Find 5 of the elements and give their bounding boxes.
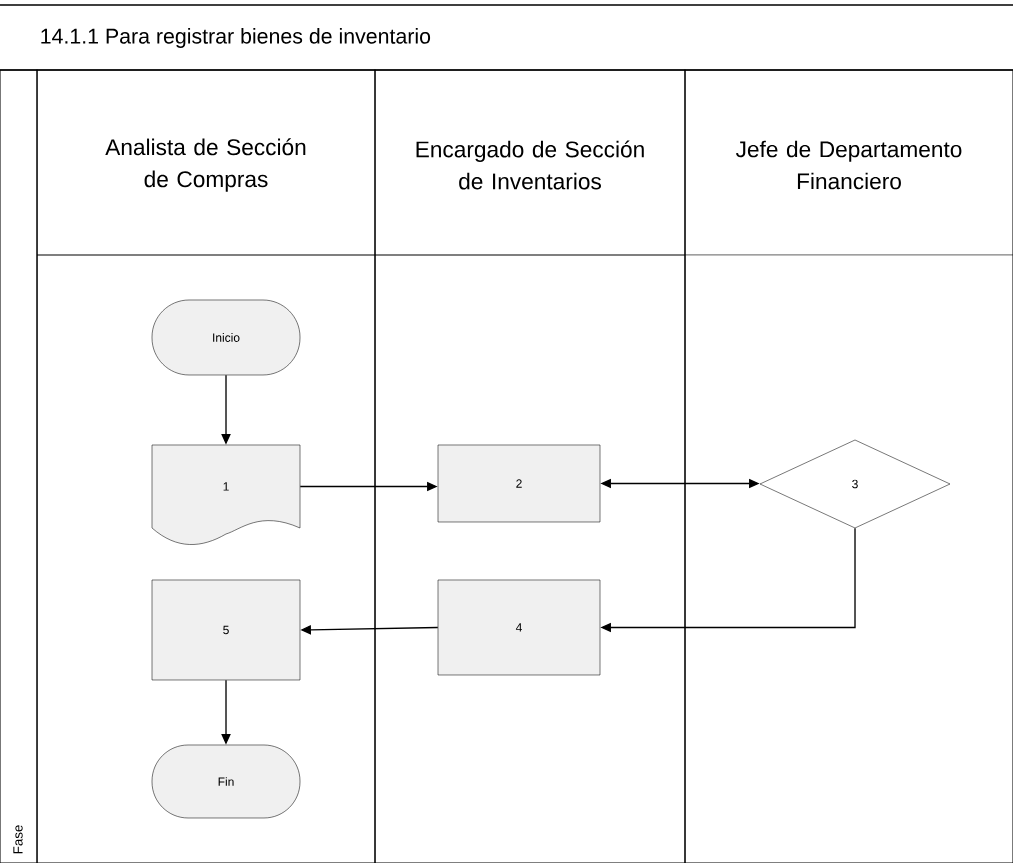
phase-band: Fase <box>0 69 38 863</box>
process-box: 5 <box>151 579 301 681</box>
title-band: 14.1.1 Para registrar bienes de inventario <box>0 4 1013 71</box>
process-box: 2 <box>437 444 601 523</box>
process-box: 4 <box>437 579 601 676</box>
